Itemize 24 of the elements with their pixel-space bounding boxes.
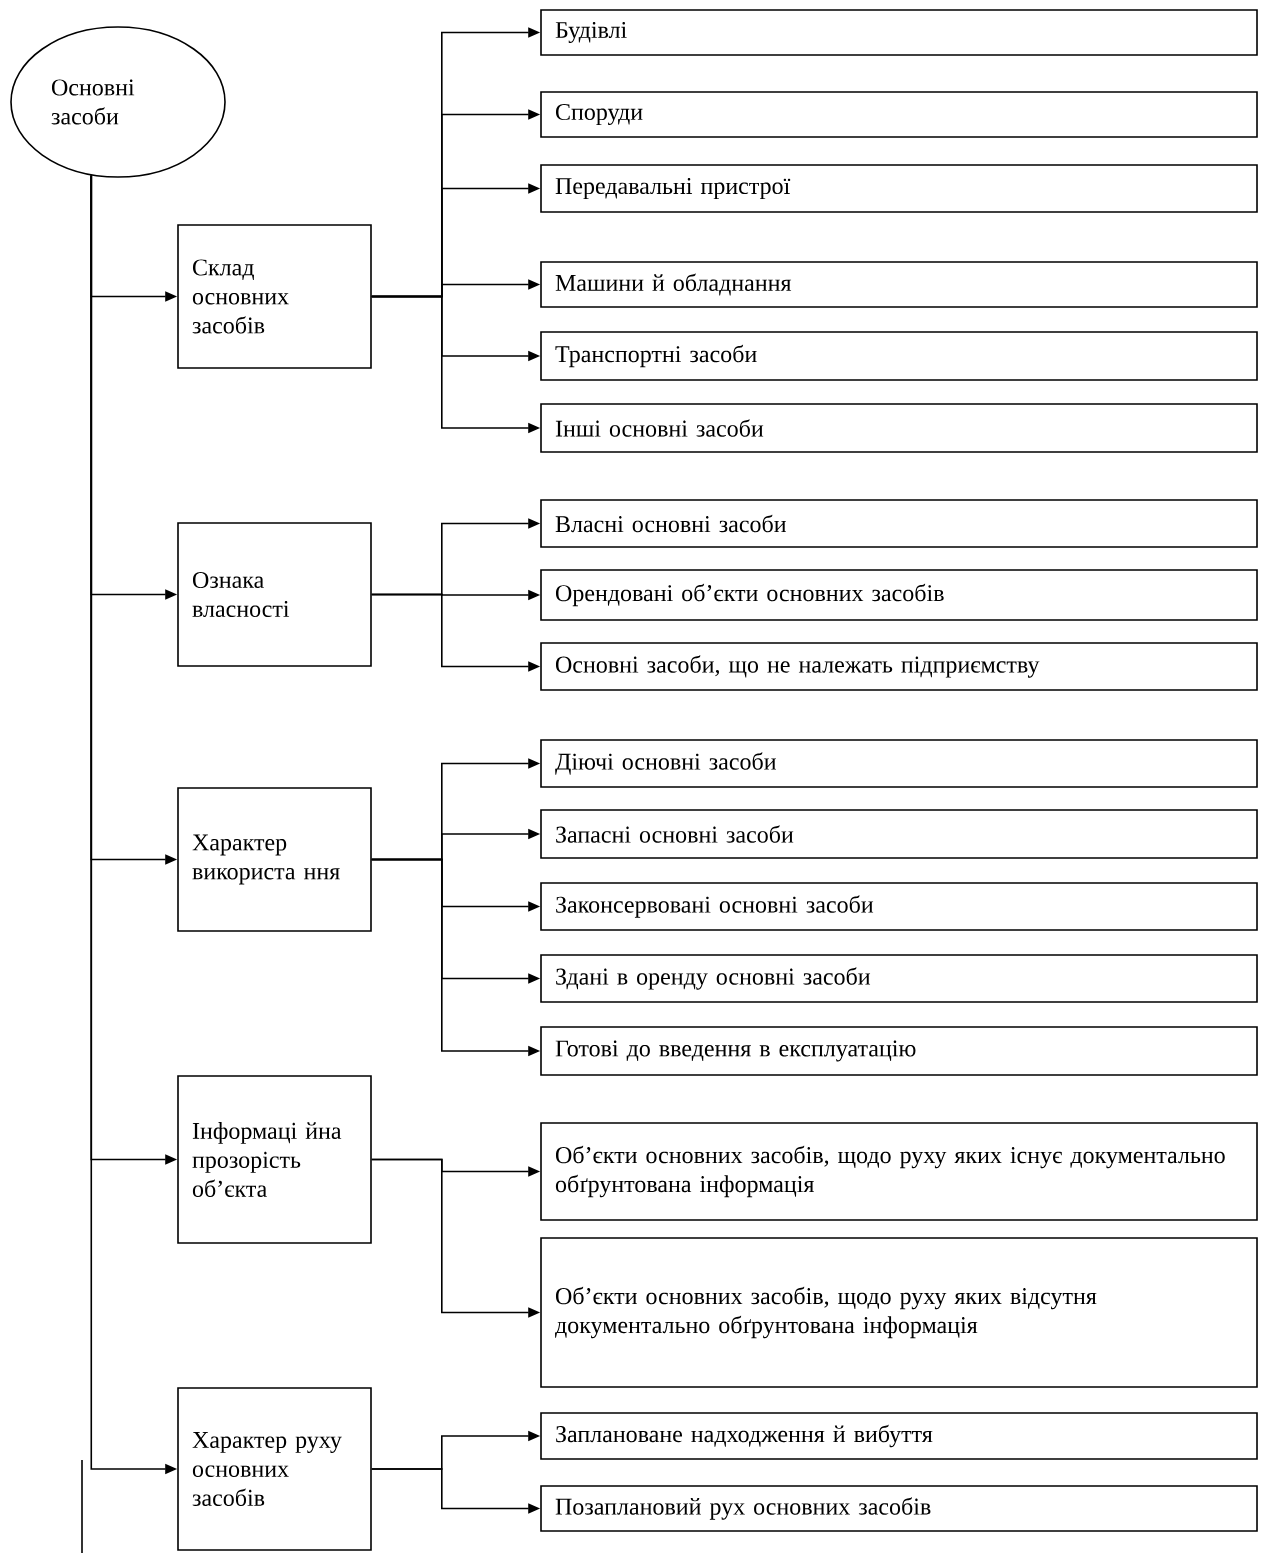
item-box: Об’єкти основних засобів, щодо руху яких існує документально обґрунтована інформація: [540, 1122, 1258, 1221]
item-box: Діючі основні засоби: [540, 739, 1258, 788]
item-box: Споруди: [540, 91, 1258, 138]
item-box: Будівлі: [540, 9, 1258, 56]
category-box: Ознака власності: [177, 522, 372, 667]
item-box: Заплановане надходження й вибуття: [540, 1412, 1258, 1460]
category-box: Характер руху основних засобів: [177, 1387, 372, 1551]
item-box: Позаплановий рух основних засобів: [540, 1485, 1258, 1532]
item-box: Передавальні пристрої: [540, 164, 1258, 213]
item-box: Інші основні засоби: [540, 403, 1258, 453]
item-box: Орендовані об’єкти основних засобів: [540, 569, 1258, 621]
category-box: Характер використа ння: [177, 787, 372, 932]
item-box: Основні засоби, що не належать підприємству: [540, 642, 1258, 691]
item-box: Здані в оренду основні засоби: [540, 954, 1258, 1003]
item-box: Запасні основні засоби: [540, 809, 1258, 859]
category-box: Склад основних засобів: [177, 224, 372, 369]
item-box: Машини й обладнання: [540, 261, 1258, 308]
item-box: Законсервовані основні засоби: [540, 882, 1258, 931]
item-box: Об’єкти основних засобів, щодо руху яких відсутня документально обґрунтована інформація: [540, 1237, 1258, 1388]
item-box: Готові до введення в експлуатацію: [540, 1026, 1258, 1076]
item-box: Транспортні засоби: [540, 331, 1258, 381]
category-box: Інформаці йна прозорість об’єкта: [177, 1075, 372, 1244]
item-box: Власні основні засоби: [540, 499, 1258, 548]
ellipse-node: Основні засоби: [10, 26, 226, 178]
